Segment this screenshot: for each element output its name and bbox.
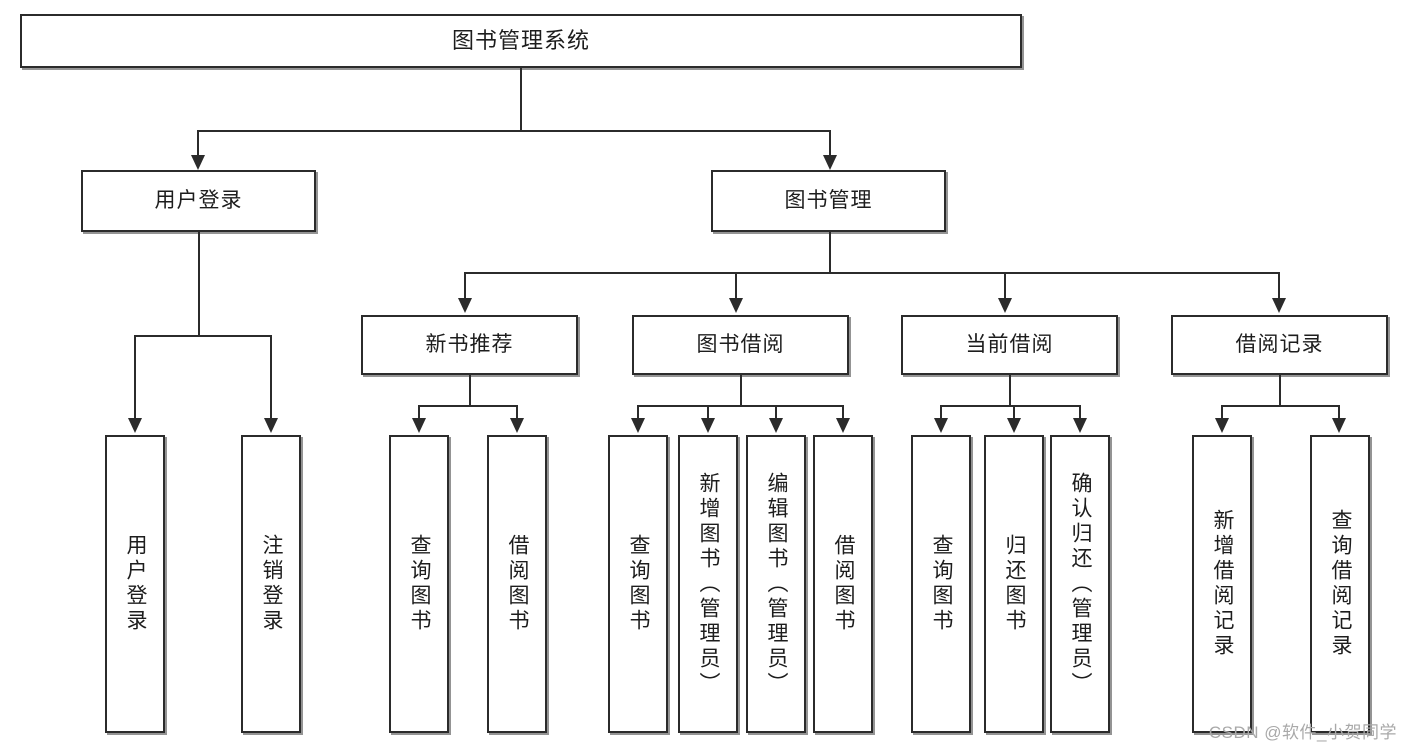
node-new-book-recommend[interactable]: 新书推荐 (361, 315, 578, 375)
node-book-management-system[interactable]: 图书管理系统 (20, 14, 1022, 68)
connector-drop-current-confirm (1079, 405, 1081, 420)
arrowhead-recommend-query (412, 418, 426, 433)
csdn-watermark: CSDN @软件_小贺同学 (1208, 723, 1397, 742)
node-label: 当前借阅 (965, 333, 1054, 357)
connector-borrow-bus (637, 405, 843, 407)
connector-drop-new-book-recommend (464, 272, 466, 300)
node-label: 查询图书 (408, 534, 432, 634)
node-label: 借阅图书 (832, 534, 856, 634)
connector-drop-recommend-query (418, 405, 420, 420)
arrowhead-book-borrow (729, 298, 743, 313)
node-book-borrow[interactable]: 图书借阅 (632, 315, 849, 375)
leaf-current-confirm-return-admin[interactable]: 确认归还（管理员） (1050, 435, 1110, 733)
node-label: 编辑图书（管理员） (765, 471, 789, 697)
arrowhead-borrow-add (701, 418, 715, 433)
arrowhead-borrow-query (631, 418, 645, 433)
arrowhead-new-book-recommend (458, 298, 472, 313)
connector-book-management-stem (829, 232, 831, 274)
connector-level3-bus (464, 272, 1280, 274)
arrowhead-book-management (823, 155, 837, 170)
leaf-current-query-book[interactable]: 查询图书 (911, 435, 971, 733)
node-label: 查询图书 (930, 534, 954, 634)
connector-record-bus (1221, 405, 1339, 407)
node-book-management[interactable]: 图书管理 (711, 170, 946, 232)
connector-level2-bus (197, 130, 831, 132)
connector-drop-borrow-add (707, 405, 709, 420)
node-label: 归还图书 (1003, 534, 1027, 634)
arrowhead-record-add (1215, 418, 1229, 433)
leaf-borrow-edit-book-admin[interactable]: 编辑图书（管理员） (746, 435, 806, 733)
arrowhead-user-login (191, 155, 205, 170)
connector-drop-leaf-user-login (134, 335, 136, 420)
leaf-borrow-query-book[interactable]: 查询图书 (608, 435, 668, 733)
arrowhead-leaf-user-login (128, 418, 142, 433)
node-label: 新书推荐 (425, 333, 514, 357)
connector-root-stem (520, 68, 522, 131)
arrowhead-borrow-lend (836, 418, 850, 433)
connector-drop-current-borrow (1004, 272, 1006, 300)
arrowhead-record-query (1332, 418, 1346, 433)
leaf-record-query-borrow-record[interactable]: 查询借阅记录 (1310, 435, 1370, 733)
connector-drop-borrow-lend (842, 405, 844, 420)
node-label: 新增图书（管理员） (697, 471, 721, 697)
connector-user-login-stem (198, 232, 200, 336)
leaf-record-add-borrow-record[interactable]: 新增借阅记录 (1192, 435, 1252, 733)
connector-drop-borrow-query (637, 405, 639, 420)
node-label: 借阅图书 (506, 534, 530, 634)
node-label: 查询图书 (627, 534, 651, 634)
connector-borrow-stem (740, 375, 742, 406)
connector-drop-current-return (1013, 405, 1015, 420)
arrowhead-recommend-borrow (510, 418, 524, 433)
node-label: 用户登录 (124, 534, 148, 634)
connector-drop-recommend-borrow (516, 405, 518, 420)
arrowhead-current-confirm (1073, 418, 1087, 433)
node-label: 查询借阅记录 (1329, 509, 1353, 659)
node-label: 图书借阅 (696, 333, 785, 357)
node-borrow-record[interactable]: 借阅记录 (1171, 315, 1388, 375)
connector-user-login-bus (134, 335, 271, 337)
node-label: 注销登录 (260, 534, 284, 634)
connector-drop-record-query (1338, 405, 1340, 420)
leaf-borrow-lend-book[interactable]: 借阅图书 (813, 435, 873, 733)
arrowhead-current-return (1007, 418, 1021, 433)
arrowhead-leaf-logout (264, 418, 278, 433)
leaf-user-login[interactable]: 用户登录 (105, 435, 165, 733)
arrowhead-borrow-edit (769, 418, 783, 433)
node-label: 图书管理系统 (451, 27, 590, 53)
connector-record-stem (1279, 375, 1281, 406)
node-label: 借阅记录 (1235, 333, 1324, 357)
node-label: 图书管理 (784, 189, 873, 213)
node-label: 新增借阅记录 (1211, 509, 1235, 659)
connector-current-bus (940, 405, 1080, 407)
connector-recommend-bus (418, 405, 517, 407)
connector-drop-borrow-edit (775, 405, 777, 420)
leaf-current-return-book[interactable]: 归还图书 (984, 435, 1044, 733)
connector-drop-borrow-record (1278, 272, 1280, 300)
leaf-recommend-query-book[interactable]: 查询图书 (389, 435, 449, 733)
arrowhead-current-borrow (998, 298, 1012, 313)
connector-drop-record-add (1221, 405, 1223, 420)
connector-drop-user-login (197, 130, 199, 158)
node-label: 确认归还（管理员） (1069, 471, 1093, 697)
node-label: 用户登录 (154, 189, 243, 213)
connector-drop-current-query (940, 405, 942, 420)
arrowhead-current-query (934, 418, 948, 433)
connector-drop-book-management (829, 130, 831, 158)
leaf-recommend-borrow-book[interactable]: 借阅图书 (487, 435, 547, 733)
connector-drop-leaf-logout (270, 335, 272, 420)
connector-drop-book-borrow (735, 272, 737, 300)
node-user-login[interactable]: 用户登录 (81, 170, 316, 232)
connector-current-stem (1009, 375, 1011, 406)
leaf-logout[interactable]: 注销登录 (241, 435, 301, 733)
connector-recommend-stem (469, 375, 471, 406)
arrowhead-borrow-record (1272, 298, 1286, 313)
node-current-borrow[interactable]: 当前借阅 (901, 315, 1118, 375)
leaf-borrow-add-book-admin[interactable]: 新增图书（管理员） (678, 435, 738, 733)
